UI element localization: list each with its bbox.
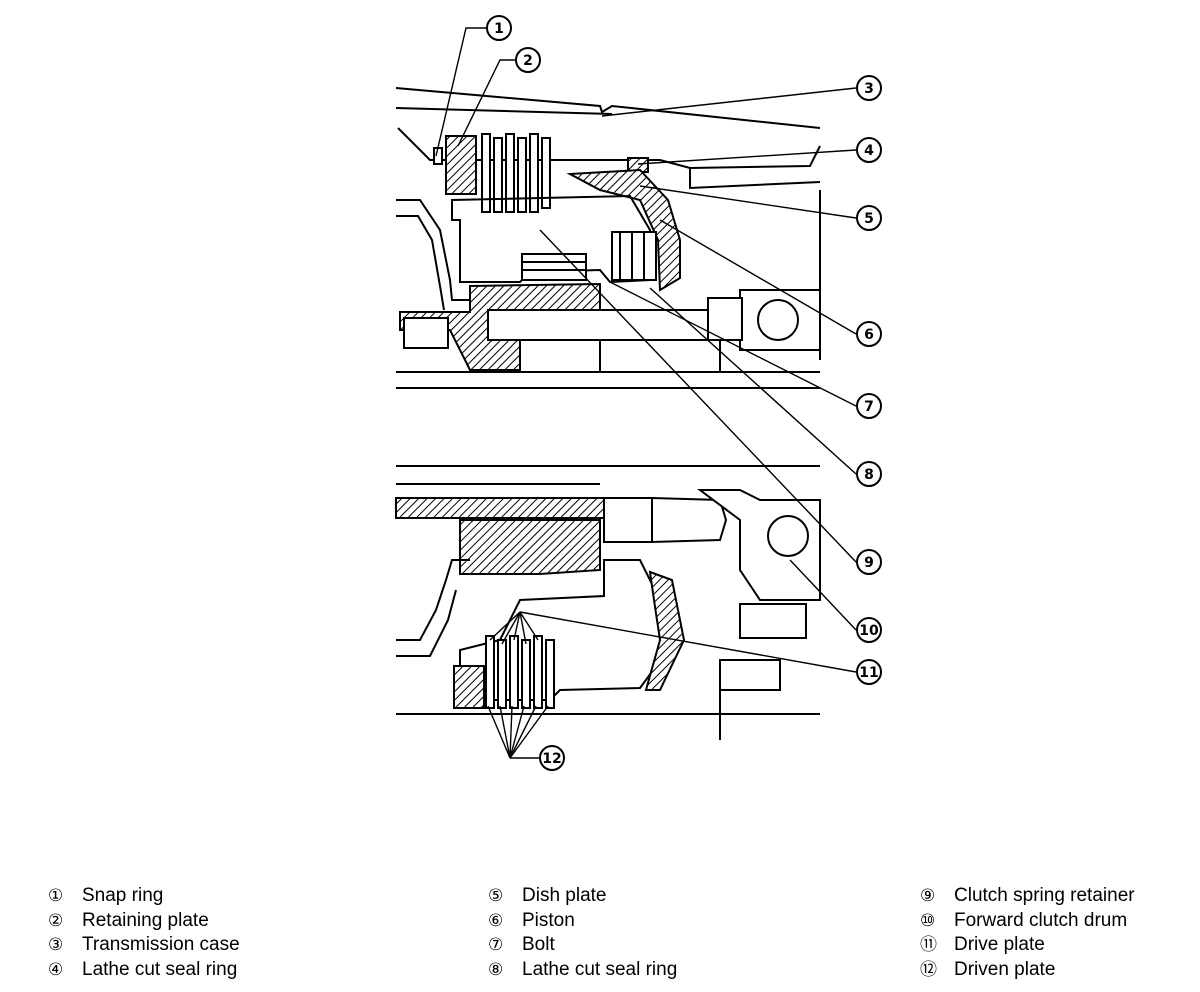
leader-lines xyxy=(435,27,857,759)
callout-6: 6 xyxy=(856,321,882,347)
legend-item: ⑫ Driven plate xyxy=(920,958,1135,983)
callout-number: 10 xyxy=(859,623,879,639)
legend-column-1: ① Snap ring ② Retaining plate ③ Transmissio… xyxy=(48,884,240,982)
legend-label: Lathe cut seal ring xyxy=(522,958,678,980)
legend-number: ⑦ xyxy=(488,935,504,955)
legend-column-3: ⑨ Clutch spring retainer ⑩ Forward clutch … xyxy=(920,884,1135,982)
callout-number: 5 xyxy=(864,211,874,227)
clutch-spring-retainer-upper xyxy=(611,231,657,281)
callout-number: 6 xyxy=(864,327,874,343)
legend-label: Snap ring xyxy=(82,885,164,906)
legend-label: Retaining plate xyxy=(82,909,209,931)
legend-label: Dish plate xyxy=(522,885,607,906)
legend-number: ⑤ xyxy=(488,886,504,906)
legend-label: Lathe cut seal ring xyxy=(82,958,238,980)
legend-item: ⑤ Dish plate xyxy=(488,884,677,909)
legend-label: Clutch spring retainer xyxy=(954,885,1135,906)
input-shaft-lower xyxy=(395,497,607,519)
drive-plate-leader-lines xyxy=(489,611,539,645)
callout-number: 4 xyxy=(864,143,874,159)
legend-item: ② Retaining plate xyxy=(48,909,240,934)
legend-number: ⑥ xyxy=(488,910,504,931)
transmission-case-outline xyxy=(395,87,821,190)
legend-column-2: ⑤ Dish plate ⑥ Piston ⑦ Bolt ⑧ Lathe cut sea… xyxy=(488,884,677,982)
legend-item: ⑧ Lathe cut seal ring xyxy=(488,958,677,983)
callout-number: 7 xyxy=(864,399,874,415)
legend-label: Piston xyxy=(522,909,575,931)
callout-number: 1 xyxy=(494,21,504,37)
callout-number: 9 xyxy=(864,555,874,571)
callout-3: 3 xyxy=(856,75,882,101)
bearing-ball-upper xyxy=(757,299,799,341)
callout-1: 1 xyxy=(486,15,512,41)
lower-section xyxy=(395,465,821,740)
return-spring-upper xyxy=(521,253,587,281)
legend-number: ⑫ xyxy=(920,959,937,980)
legend-number: ⑪ xyxy=(920,935,937,955)
callout-number: 11 xyxy=(859,665,878,681)
retaining-plate xyxy=(445,135,477,195)
callout-4: 4 xyxy=(856,137,882,163)
clutch-plate-stack-lower xyxy=(453,635,555,709)
legend-label: Driven plate xyxy=(954,958,1056,980)
callout-12: 12 xyxy=(539,745,565,771)
legend-label: Drive plate xyxy=(954,934,1045,955)
driven-plate-leader-lines xyxy=(487,705,549,759)
callout-number: 3 xyxy=(864,81,874,97)
piston-upper xyxy=(566,168,681,292)
legend-number: ⑩ xyxy=(920,910,936,931)
callout-5: 5 xyxy=(856,205,882,231)
callout-2: 2 xyxy=(515,47,541,73)
legend-label: Forward clutch drum xyxy=(954,909,1128,931)
legend-item: ④ Lathe cut seal ring xyxy=(48,958,240,983)
clutch-plate-stack-upper xyxy=(481,133,551,213)
legend-item: ⑪ Drive plate xyxy=(920,933,1135,958)
legend-label: Bolt xyxy=(522,934,555,955)
forward-clutch-cross-section-diagram: 1 2 3 4 5 6 7 8 9 10 11 12 xyxy=(395,15,882,771)
upper-section xyxy=(395,87,821,389)
legend-number: ④ xyxy=(48,959,64,980)
bearing-ball-lower xyxy=(767,515,809,557)
callout-10: 10 xyxy=(856,617,882,643)
callout-number: 12 xyxy=(542,751,561,767)
callout-11: 11 xyxy=(856,659,882,685)
callout-8: 8 xyxy=(856,461,882,487)
legend-number: ③ xyxy=(48,935,64,955)
legend-item: ⑦ Bolt xyxy=(488,933,677,958)
piston-lower xyxy=(644,570,686,691)
legend-item: ① Snap ring xyxy=(48,884,240,909)
legend-number: ② xyxy=(48,910,64,931)
legend-number: ⑨ xyxy=(920,886,936,906)
callout-9: 9 xyxy=(856,549,882,575)
callout-number: 2 xyxy=(523,53,533,69)
hub-lower xyxy=(459,519,601,575)
input-shell-lower xyxy=(396,559,470,641)
callout-7: 7 xyxy=(856,393,882,419)
input-shell-upper xyxy=(396,199,470,301)
legend-label: Transmission case xyxy=(82,934,240,955)
legend-item: ③ Transmission case xyxy=(48,933,240,958)
legend-number: ① xyxy=(48,886,64,906)
legend-item: ⑥ Piston xyxy=(488,909,677,934)
legend-item: ⑩ Forward clutch drum xyxy=(920,909,1135,934)
legend-number: ⑧ xyxy=(488,959,504,980)
callout-number: 8 xyxy=(864,467,874,483)
legend-item: ⑨ Clutch spring retainer xyxy=(920,884,1135,909)
